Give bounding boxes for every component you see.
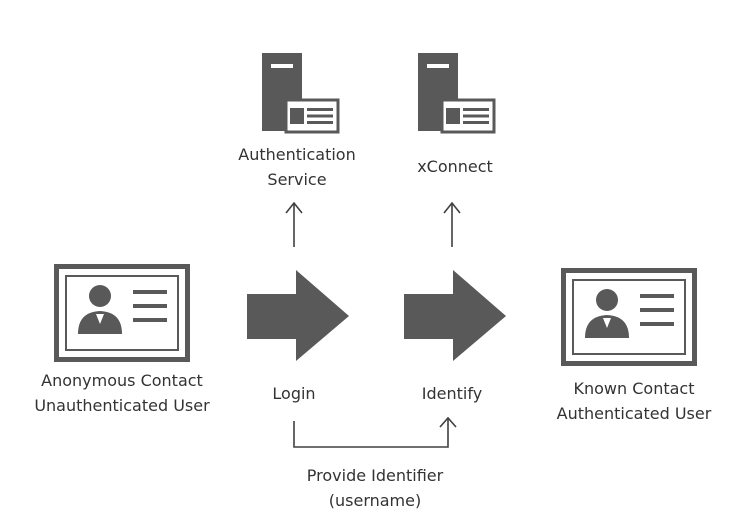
identify-label-text: Identify <box>421 384 483 403</box>
login-label-text: Login <box>272 384 316 403</box>
identify-to-xconnect-arrow <box>443 201 461 247</box>
xconnect-server-icon <box>418 53 496 134</box>
identify-label: Identify <box>400 381 504 406</box>
authentication-service-label: Authentication Service <box>217 142 377 192</box>
login-to-auth-service-arrow <box>285 201 303 247</box>
login-block-arrow-icon <box>247 270 349 361</box>
identify-block-arrow-icon <box>404 270 506 361</box>
xconnect-label-text: xConnect <box>417 157 493 176</box>
anonymous-contact-card-icon <box>54 264 190 362</box>
provide-identifier-label-line2: (username) <box>328 491 422 510</box>
anonymous-contact-label-line1: Anonymous Contact <box>41 371 203 390</box>
anonymous-contact-label-line2: Unauthenticated User <box>34 396 210 415</box>
provide-identifier-label: Provide Identifier (username) <box>280 463 470 513</box>
anonymous-contact-label: Anonymous Contact Unauthenticated User <box>12 368 232 418</box>
known-contact-card-icon <box>561 268 697 366</box>
provide-identifier-label-line1: Provide Identifier <box>306 466 444 485</box>
known-contact-label-line2: Authenticated User <box>556 404 712 423</box>
known-contact-label: Known Contact Authenticated User <box>534 376 734 426</box>
known-contact-label-line1: Known Contact <box>573 379 695 398</box>
login-label: Login <box>244 381 344 406</box>
authentication-service-label-line2: Service <box>267 170 327 189</box>
authentication-service-server-icon <box>262 53 340 134</box>
xconnect-label: xConnect <box>395 154 515 179</box>
authentication-service-label-line1: Authentication <box>238 145 356 164</box>
provide-identifier-connector <box>293 416 457 448</box>
